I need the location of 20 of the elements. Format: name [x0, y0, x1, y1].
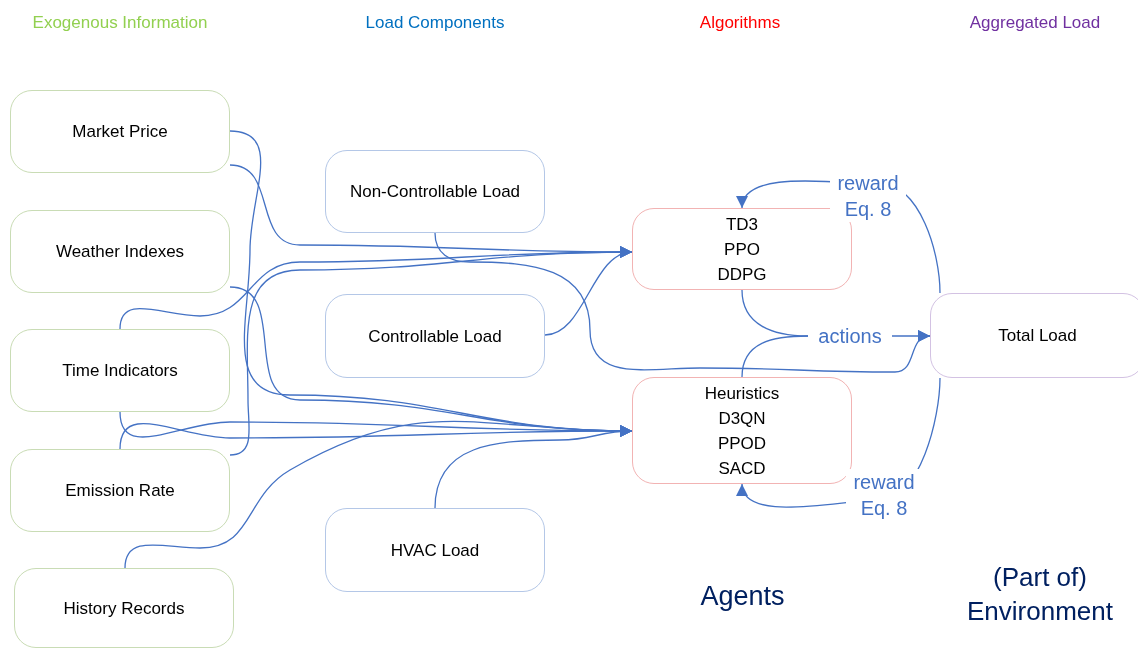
group-caption: Agents	[699, 580, 786, 613]
connector-arrow	[891, 330, 931, 342]
connector-arrow	[544, 248, 633, 336]
column-heading: Exogenous Information	[31, 12, 209, 34]
input-box: Weather Indexes	[10, 210, 230, 293]
group-caption: (Part of) Environment	[966, 561, 1114, 628]
total-load-box: Total Load	[930, 293, 1138, 378]
load-box: Controllable Load	[325, 294, 545, 378]
input-box: Time Indicators	[10, 329, 230, 412]
column-heading: Aggregated Load	[968, 12, 1102, 34]
input-box: Market Price	[10, 90, 230, 173]
column-heading: Load Components	[364, 12, 506, 34]
edge-label: reward Eq. 8	[846, 469, 922, 521]
load-box: HVAC Load	[325, 508, 545, 592]
load-box: Non-Controllable Load	[325, 150, 545, 233]
column-heading: Algorithms	[698, 12, 782, 34]
connector-arrow	[434, 425, 633, 509]
algorithm-box: Heuristics D3QN PPOD SACD	[632, 377, 852, 484]
input-box: Emission Rate	[10, 449, 230, 532]
input-box: History Records	[14, 568, 234, 648]
